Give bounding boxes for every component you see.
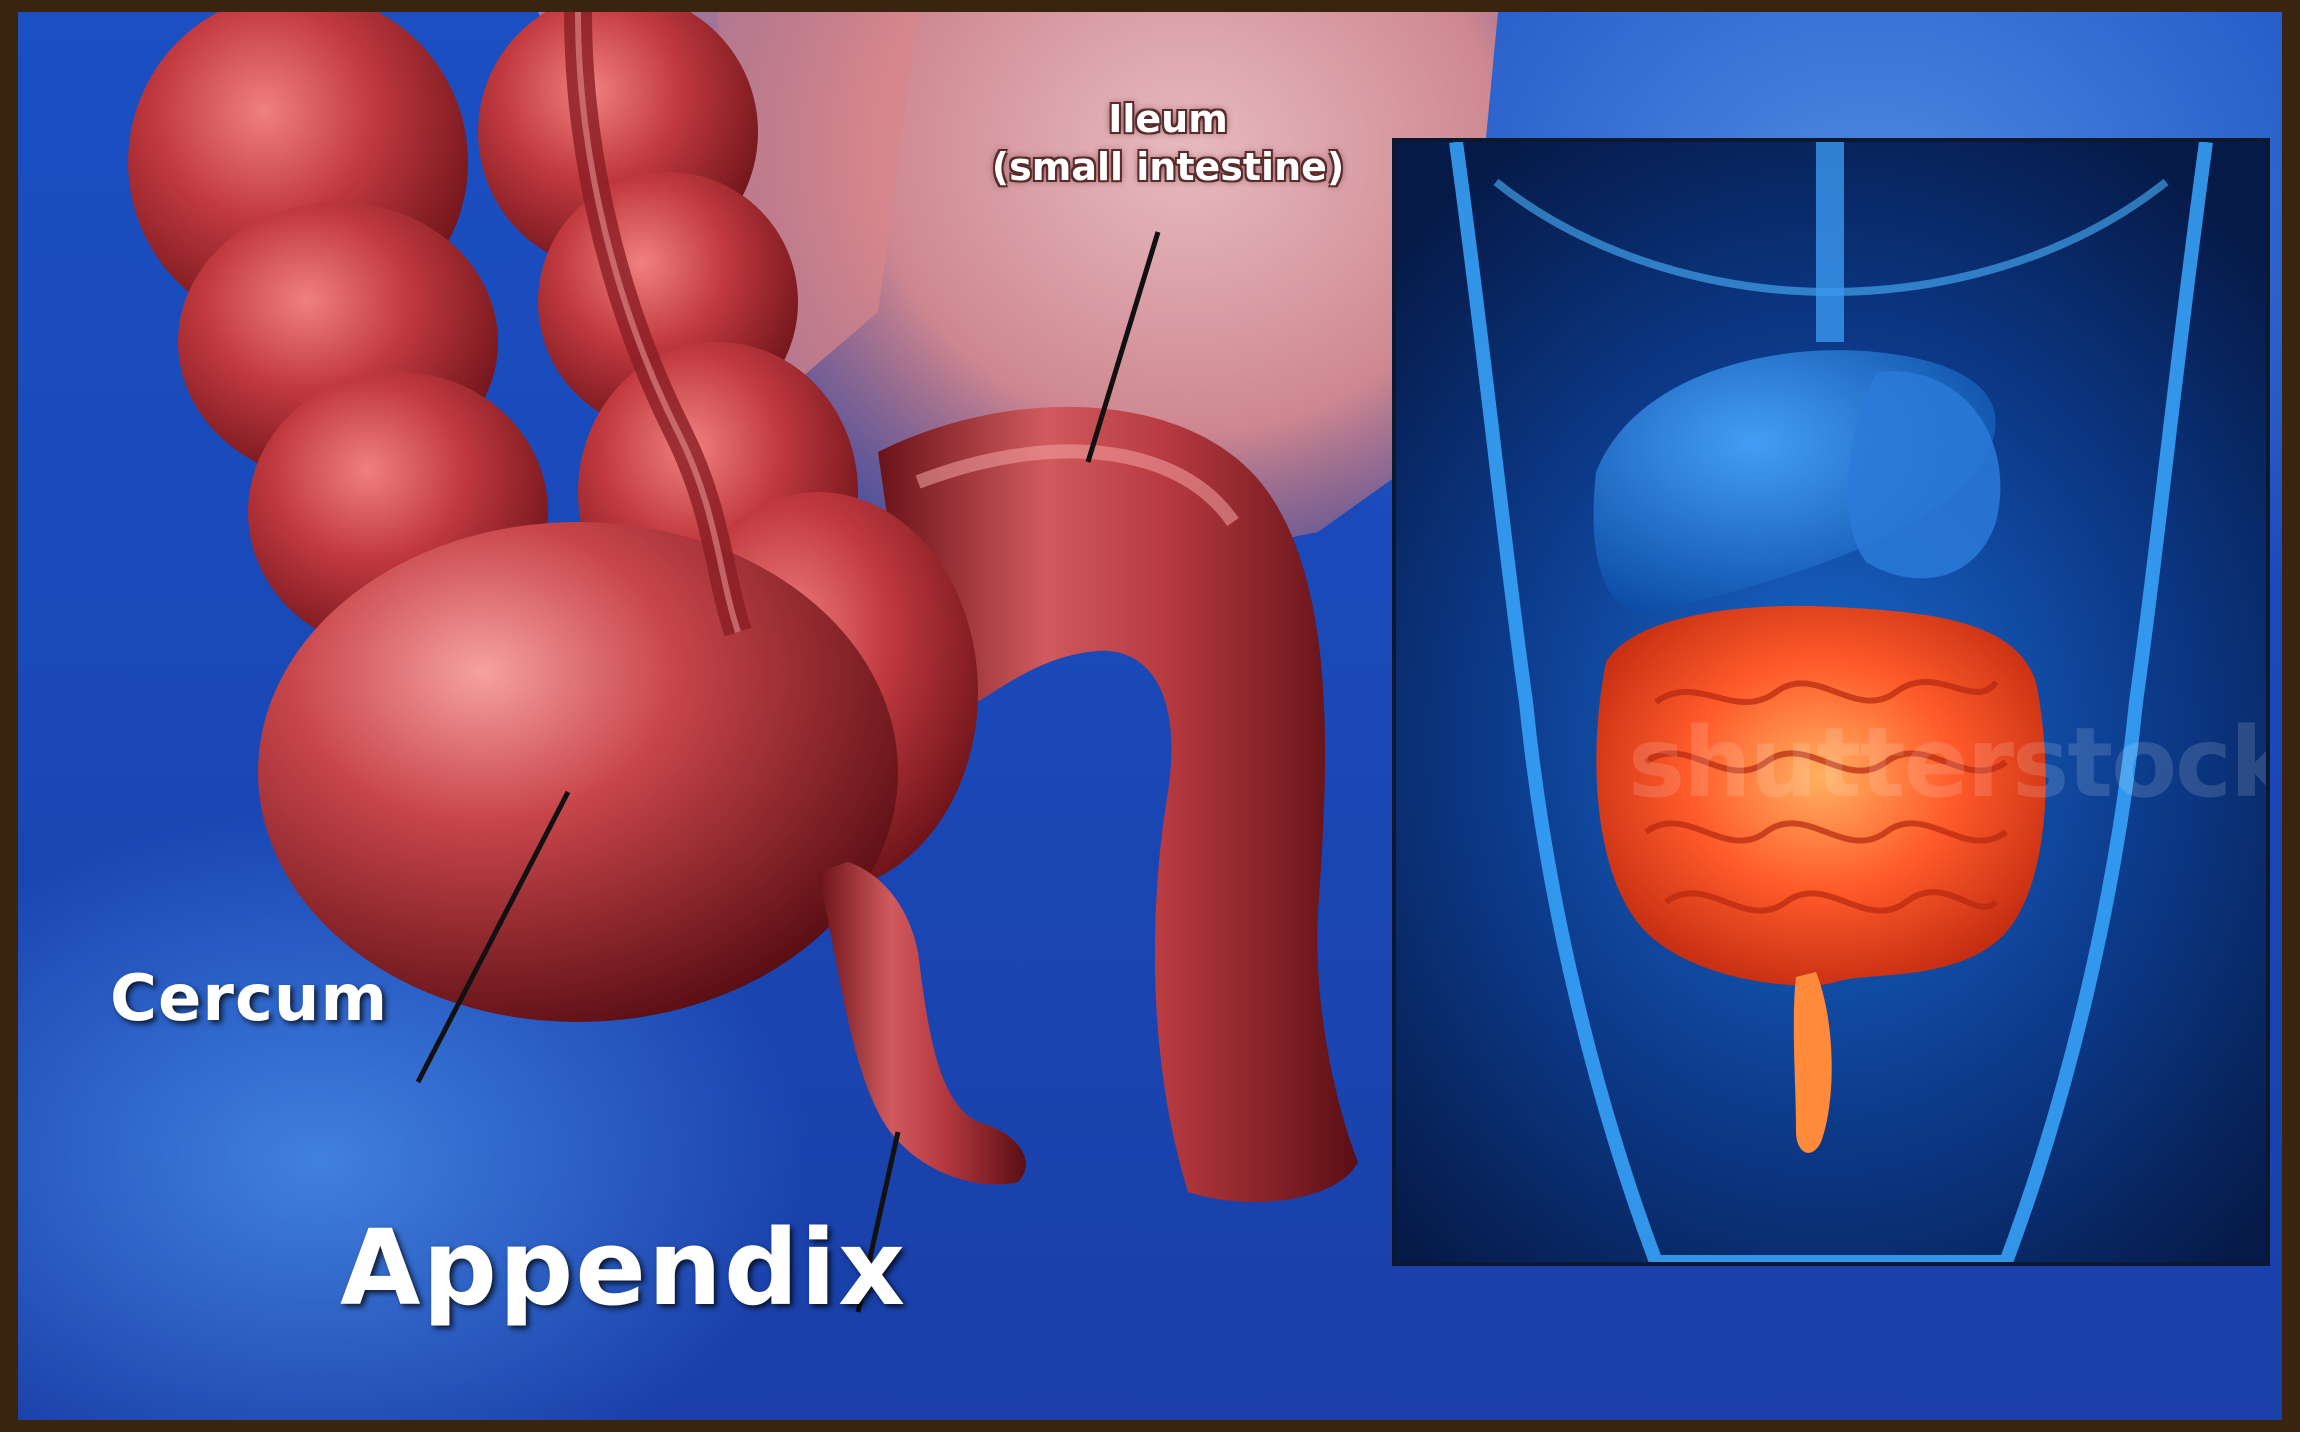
cercum-label: Cercum xyxy=(110,962,388,1036)
appendix-shape xyxy=(818,862,1026,1184)
torso-illustration xyxy=(1396,142,2266,1262)
rectum-shape xyxy=(1794,972,1832,1153)
ileum-label: Ileum (small intestine) xyxy=(953,95,1383,191)
ileum-label-subtitle: (small intestine) xyxy=(953,143,1383,191)
diagram-scene: Ileum (small intestine) Cercum Appendix xyxy=(18,12,2282,1420)
torso-inset-image: shutterstock xyxy=(1392,138,2270,1266)
ileum-label-title: Ileum xyxy=(953,95,1383,143)
appendix-label: Appendix xyxy=(340,1207,907,1329)
cecum-shape xyxy=(258,522,898,1022)
watermark: shutterstock xyxy=(1628,707,2270,819)
